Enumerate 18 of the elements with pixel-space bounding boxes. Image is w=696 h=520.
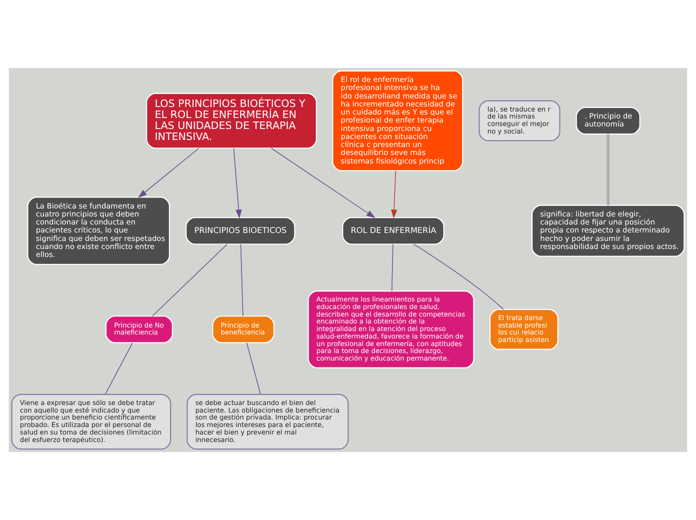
connector [104,342,133,395]
node-box: significa: libertad de elegir, capacidad de fijar una posición propia con respecto a determinado hecho y poder asumir la responsabilidad de sus propios actos. [532,204,685,257]
node-box: La Bioética se fundamenta en cuatro principios que deben condicionar la conducta en pacientes críticos, lo que significa que deben ser respetados cuando no existe conflicto entre ellos. [27,196,170,265]
connector [246,342,261,395]
arrow [233,148,242,218]
node-box: . Principio de autonomía [576,106,640,135]
node-box: PRINCIPIOS BIOETICOS [186,216,296,245]
connector [413,244,504,310]
node-box: El rol de enfermería profesional intensiva se ha ido desarrolland medida que se ha incrementado necesidad de un cuidado más es Y es que el profesional de enfer terapia intensiva proporciona cu pacientes con situación clínica c presentan un desequilibrio seve más sistemas fisiológicos princip [332,70,464,172]
connector [606,134,610,206]
arrow [270,148,376,218]
node-box: ROL DE ENFERMERÍA [342,216,444,245]
connector [240,244,244,316]
connector [392,244,394,292]
arrow [138,148,200,198]
arrow [390,170,398,218]
node-box: LOS PRINCIPIOS BIOÉTICOS Y EL ROL DE ENFERMERÍA EN LAS UNIDADES DE TERAPIA INTENSIVA. [146,92,317,149]
connector [152,244,228,316]
